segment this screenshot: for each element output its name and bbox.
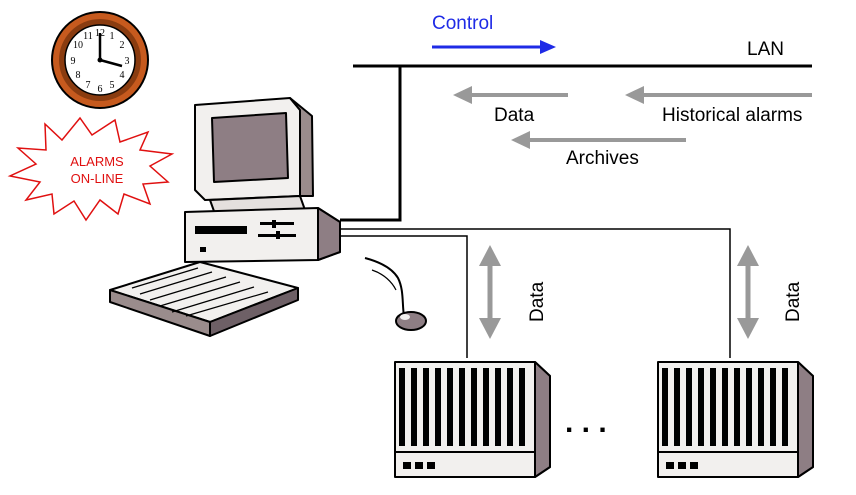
control-label: Control [432,13,493,34]
svg-text:7: 7 [86,80,91,91]
data-label-top: Data [494,105,535,126]
svg-text:3: 3 [125,56,130,67]
svg-text:9: 9 [71,56,76,67]
controller-data-arrows [479,245,759,339]
ellipsis-label: . . . [565,406,607,439]
controller-unit-icon [394,361,551,478]
controller-1-link [340,235,468,358]
workstation-lan-link [340,66,402,222]
data-arrow-right-head-up [737,245,759,266]
svg-text:6: 6 [98,84,103,95]
computer-workstation-icon [184,97,341,263]
alarms-online-line1: ALARMS [70,154,124,169]
archives-arrow-head [511,131,530,149]
mouse-icon [364,257,427,331]
historical-alarms-arrow-head [625,86,644,104]
controller-unit-icon [657,361,814,478]
control-flow: Control [432,13,556,54]
svg-text:2: 2 [120,40,125,51]
svg-text:4: 4 [120,70,125,81]
svg-text:1: 1 [110,31,115,42]
data-label-left: Data [527,281,548,322]
network-lines [340,64,812,358]
clock-icon: 12 1 2 3 4 5 6 7 8 9 10 11 [51,11,149,109]
data-label-right: Data [783,281,804,322]
data-flow-arrows [453,86,812,149]
data-arrow-left-head-up [479,245,501,266]
alarm-burst-icon: ALARMS ON-LINE [7,116,175,222]
data-arrow-left-head-down [479,318,501,339]
alarms-online-line2: ON-LINE [71,171,124,186]
control-arrow-head [540,40,556,54]
historical-alarms-label: Historical alarms [662,105,802,126]
svg-text:5: 5 [110,80,115,91]
archives-label: Archives [566,148,639,169]
svg-text:11: 11 [83,31,93,42]
svg-text:8: 8 [76,70,81,81]
monitor-screen [211,112,289,183]
keyboard-icon [109,261,299,337]
lan-label: LAN [747,39,784,60]
controller-2-link [340,228,731,358]
data-arrow-top-head [453,86,472,104]
svg-text:10: 10 [73,40,83,51]
data-arrow-right-head-down [737,318,759,339]
